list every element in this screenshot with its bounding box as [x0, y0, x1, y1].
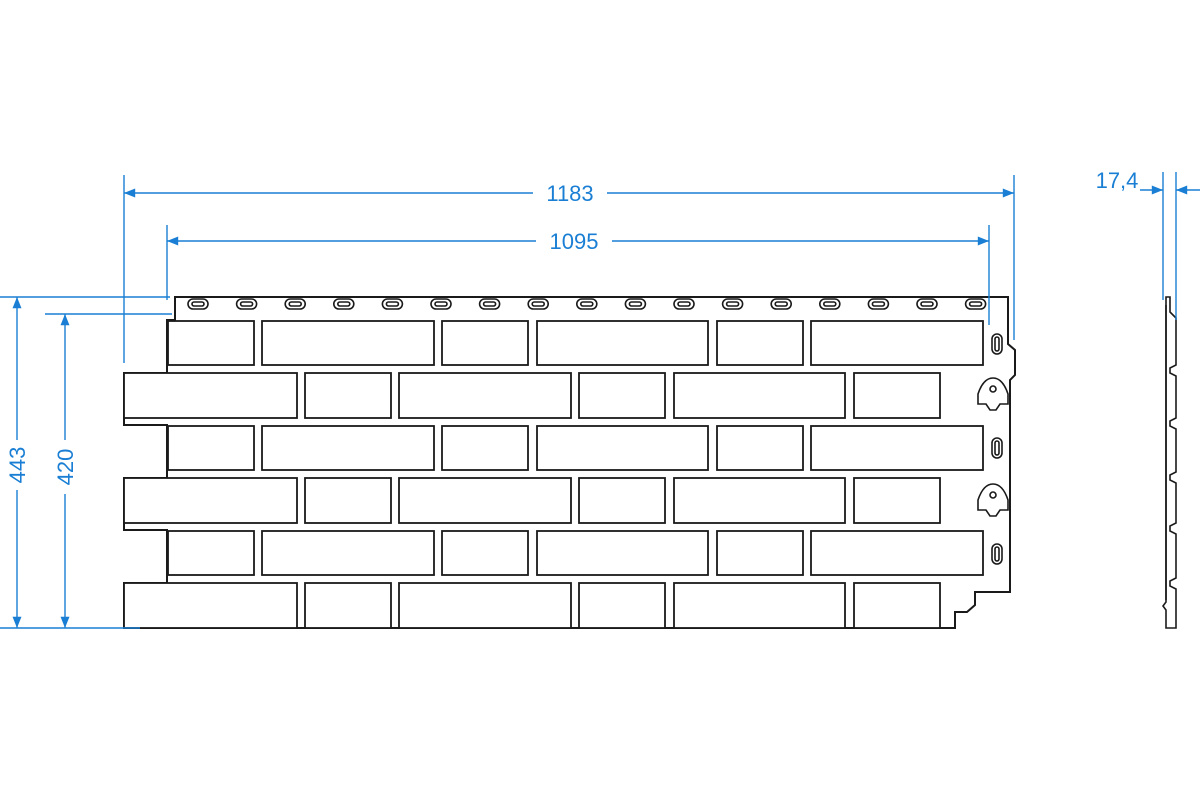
- vertical-slot-inner: [994, 336, 1000, 352]
- brick: [578, 477, 666, 524]
- nail-slot-inner: [288, 301, 303, 307]
- brick: [673, 582, 846, 629]
- nail-slot-inner: [920, 301, 934, 307]
- brick: [853, 372, 941, 419]
- side-profile-outline: [1162, 296, 1177, 629]
- brick: [673, 477, 846, 524]
- nail-slot-inner: [531, 301, 546, 307]
- keyhole-hole: [989, 385, 997, 393]
- brick: [261, 425, 435, 471]
- nail-slots: [187, 298, 987, 310]
- vertical-slot-inner: [994, 440, 1000, 456]
- brick: [441, 425, 529, 471]
- brick: [398, 372, 572, 419]
- dimension-overall-width: 1183: [123, 175, 1015, 363]
- brick: [123, 477, 298, 524]
- brick: [398, 477, 572, 524]
- brick-height-label: 420: [53, 449, 78, 486]
- nail-slot-inner: [774, 301, 789, 307]
- brick: [304, 372, 392, 419]
- nail-slot-inner: [677, 301, 691, 307]
- brick: [536, 425, 709, 471]
- nail-slot-inner: [822, 301, 837, 307]
- keyhole-hanger: [977, 377, 1009, 411]
- brick-pattern: [123, 320, 984, 629]
- nail-slot-inner: [191, 301, 205, 307]
- brick: [578, 582, 666, 629]
- brick: [167, 425, 255, 471]
- brick: [536, 530, 709, 576]
- brick: [167, 530, 255, 576]
- brick: [398, 582, 572, 629]
- brick: [810, 425, 984, 471]
- brick: [261, 320, 435, 366]
- nail-slot-inner: [725, 301, 740, 307]
- nail-slot-inner: [579, 301, 594, 307]
- keyhole-hanger: [977, 483, 1009, 517]
- nail-slot-inner: [871, 301, 886, 307]
- brick: [810, 320, 984, 366]
- brick: [441, 530, 529, 576]
- brick: [304, 477, 392, 524]
- nail-slot-inner: [482, 301, 497, 307]
- brick: [810, 530, 984, 576]
- brick: [261, 530, 435, 576]
- brick: [673, 372, 846, 419]
- brick: [123, 582, 298, 629]
- brick: [853, 582, 941, 629]
- brick: [441, 320, 529, 366]
- brick: [123, 372, 298, 419]
- brick: [578, 372, 666, 419]
- brick: [716, 530, 804, 576]
- nail-slot-inner: [434, 301, 448, 307]
- brick: [853, 477, 941, 524]
- overall-height-label: 443: [5, 447, 30, 484]
- thickness-label: 17,4: [1096, 168, 1139, 193]
- nail-slot-inner: [239, 301, 254, 307]
- keyhole-hole: [989, 491, 997, 499]
- brick: [167, 320, 255, 366]
- nail-slot-inner: [385, 301, 400, 307]
- edge-fixings: [977, 333, 1009, 565]
- brick: [716, 425, 804, 471]
- dimension-thickness: 17,4: [1096, 168, 1200, 320]
- brick: [716, 320, 804, 366]
- brick: [304, 582, 392, 629]
- vertical-slot-inner: [994, 546, 1000, 562]
- nail-slot-inner: [628, 301, 643, 307]
- mount-width-label: 1095: [550, 229, 599, 254]
- nail-slot-inner: [336, 301, 351, 307]
- overall-width-label: 1183: [546, 181, 593, 206]
- dimension-brick-height: 420: [45, 313, 172, 628]
- side-profile: [1162, 296, 1177, 629]
- dimension-overall-height: 443: [0, 296, 170, 629]
- brick: [536, 320, 709, 366]
- nail-slot-inner: [968, 301, 983, 307]
- dimension-mount-width: 1095: [166, 225, 990, 325]
